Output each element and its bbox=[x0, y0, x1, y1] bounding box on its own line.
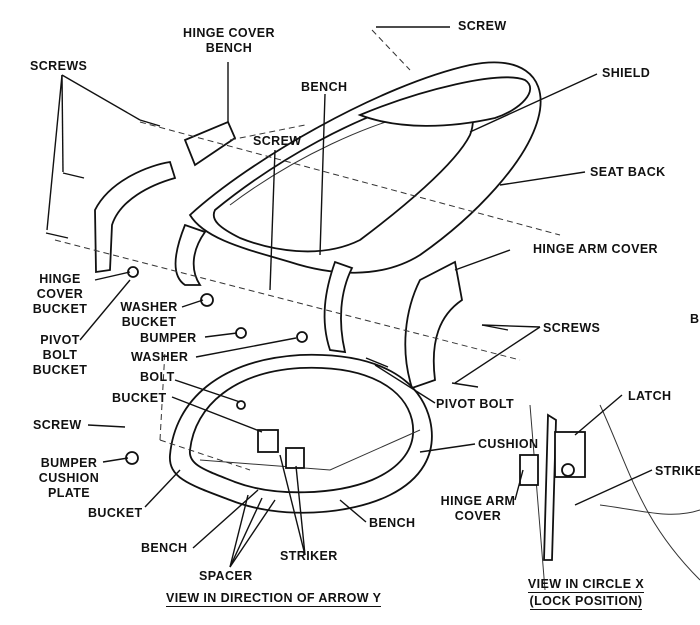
label-bucket-lower: BUCKET bbox=[88, 506, 143, 520]
caption-view-arrow-y-text: VIEW IN DIRECTION OF ARROW Y bbox=[166, 591, 382, 607]
label-screws-left: SCREWS bbox=[30, 59, 88, 73]
label-pivot-bolt-bucket-line1: PIVOT bbox=[40, 333, 80, 347]
label-hinge-cover-bench: HINGE COVER BENCH bbox=[176, 26, 282, 56]
label-pivot-bolt-bucket-line3: BUCKET bbox=[32, 363, 88, 377]
hinge-cover-bucket bbox=[94, 160, 177, 274]
label-screws-right: SCREWS bbox=[543, 321, 601, 335]
label-bumper-cushion-plate-line2: CUSHION bbox=[38, 471, 100, 485]
label-pivot-bolt: PIVOT BOLT bbox=[436, 397, 515, 411]
label-latch: LATCH bbox=[628, 389, 672, 403]
label-bench-top: BENCH bbox=[301, 80, 348, 94]
seat-cushion bbox=[169, 353, 433, 514]
label-striker-right: STRIKE bbox=[655, 464, 700, 478]
leader-lines bbox=[46, 26, 653, 568]
label-hinge-cover-bench-line2: BENCH bbox=[205, 41, 253, 55]
label-hinge-cover-bucket-line1: HINGE bbox=[39, 272, 81, 286]
shield bbox=[357, 76, 532, 127]
hinge-arm-cover bbox=[404, 260, 463, 390]
label-cushion: CUSHION bbox=[478, 437, 539, 451]
caption-view-circle-x: VIEW IN CIRCLE X (LOCK POSITION) bbox=[516, 577, 656, 610]
circle-x-inset bbox=[519, 404, 700, 591]
label-bumper-cushion-plate: BUMPER CUSHION PLATE bbox=[34, 456, 104, 501]
label-hinge-cover-bucket-line2: COVER bbox=[36, 287, 84, 301]
label-bumper-cushion-plate-line3: PLATE bbox=[47, 486, 91, 500]
caption-view-circle-x-line2: (LOCK POSITION) bbox=[516, 594, 656, 610]
label-hinge-cover-bucket-line3: BUCKET bbox=[32, 302, 88, 316]
label-spacer: SPACER bbox=[199, 569, 253, 583]
label-pivot-bolt-bucket: PIVOT BOLT BUCKET bbox=[30, 333, 90, 378]
label-hinge-arm-cover-inset-line1: HINGE ARM bbox=[440, 494, 516, 508]
hinge-cover-bench bbox=[183, 120, 237, 167]
label-washer: WASHER bbox=[131, 350, 189, 364]
caption-view-circle-x-line2-text: (LOCK POSITION) bbox=[529, 594, 643, 610]
label-hinge-arm-cover-inset-line2: COVER bbox=[454, 509, 502, 523]
label-bench-lower-left: BENCH bbox=[141, 541, 188, 555]
bench-hinge-arm-right bbox=[323, 260, 354, 354]
label-hinge-arm-cover: HINGE ARM COVER bbox=[533, 242, 658, 256]
label-bench-lower-right: BENCH bbox=[369, 516, 416, 530]
label-hinge-arm-cover-inset: HINGE ARM COVER bbox=[437, 494, 519, 524]
label-edge-b: B bbox=[690, 312, 700, 326]
alignment-lines bbox=[54, 29, 561, 471]
bench-hinge-arm-left bbox=[174, 223, 207, 286]
label-bucket-upper: BUCKET bbox=[112, 391, 167, 405]
caption-view-circle-x-line1-text: VIEW IN CIRCLE X bbox=[527, 577, 645, 593]
caption-view-circle-x-line1: VIEW IN CIRCLE X bbox=[516, 577, 656, 593]
label-screw-lower: SCREW bbox=[33, 418, 82, 432]
label-bumper-cushion-plate-line1: BUMPER bbox=[40, 456, 98, 470]
striker-parts bbox=[257, 429, 305, 469]
label-washer-bucket: WASHER BUCKET bbox=[116, 300, 182, 330]
label-shield: SHIELD bbox=[602, 66, 651, 80]
label-pivot-bolt-bucket-line2: BOLT bbox=[42, 348, 78, 362]
label-washer-bucket-line1: WASHER bbox=[120, 300, 178, 314]
label-striker: STRIKER bbox=[280, 549, 338, 563]
label-washer-bucket-line2: BUCKET bbox=[121, 315, 177, 329]
label-hinge-cover-bench-line1: HINGE COVER bbox=[183, 26, 275, 40]
label-seat-back: SEAT BACK bbox=[590, 165, 666, 179]
label-hinge-cover-bucket: HINGE COVER BUCKET bbox=[30, 272, 90, 317]
label-screw-top: SCREW bbox=[458, 19, 507, 33]
label-screw-mid: SCREW bbox=[253, 134, 302, 148]
label-bumper: BUMPER bbox=[140, 331, 197, 345]
label-bolt: BOLT bbox=[140, 370, 175, 384]
caption-view-arrow-y: VIEW IN DIRECTION OF ARROW Y bbox=[166, 591, 382, 607]
